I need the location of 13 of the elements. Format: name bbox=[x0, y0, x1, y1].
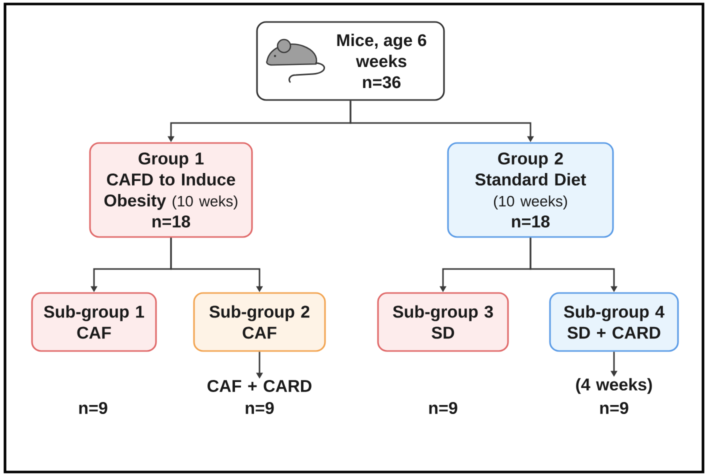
subgroup-box: Sub-group 4 SD + CARD bbox=[549, 292, 679, 352]
sample-size-label: n=9 bbox=[79, 402, 108, 414]
group-box: Group 2 Standard Diet (10 weeks) n=18 bbox=[447, 142, 614, 238]
duration-label: (4 weeks) bbox=[576, 378, 652, 394]
subgroup-box: Sub-group 1 CAF bbox=[31, 292, 157, 352]
sample-size-label: n=9 bbox=[429, 402, 458, 414]
subgroup-box: Sub-group 3 SD bbox=[377, 292, 509, 352]
sample-size-label: n=9 bbox=[246, 402, 274, 414]
subgroup-box: Sub-group 2 CAF bbox=[193, 292, 326, 352]
group-box: Group 1 CAFD to Induce Obesity (10 weks) n=18 bbox=[89, 142, 253, 238]
cohort-box: Mice, age 6 weeks n=36 bbox=[256, 21, 445, 101]
treatment-label: CAF + CARD bbox=[208, 380, 312, 392]
sample-size-label: n=9 bbox=[600, 402, 628, 414]
